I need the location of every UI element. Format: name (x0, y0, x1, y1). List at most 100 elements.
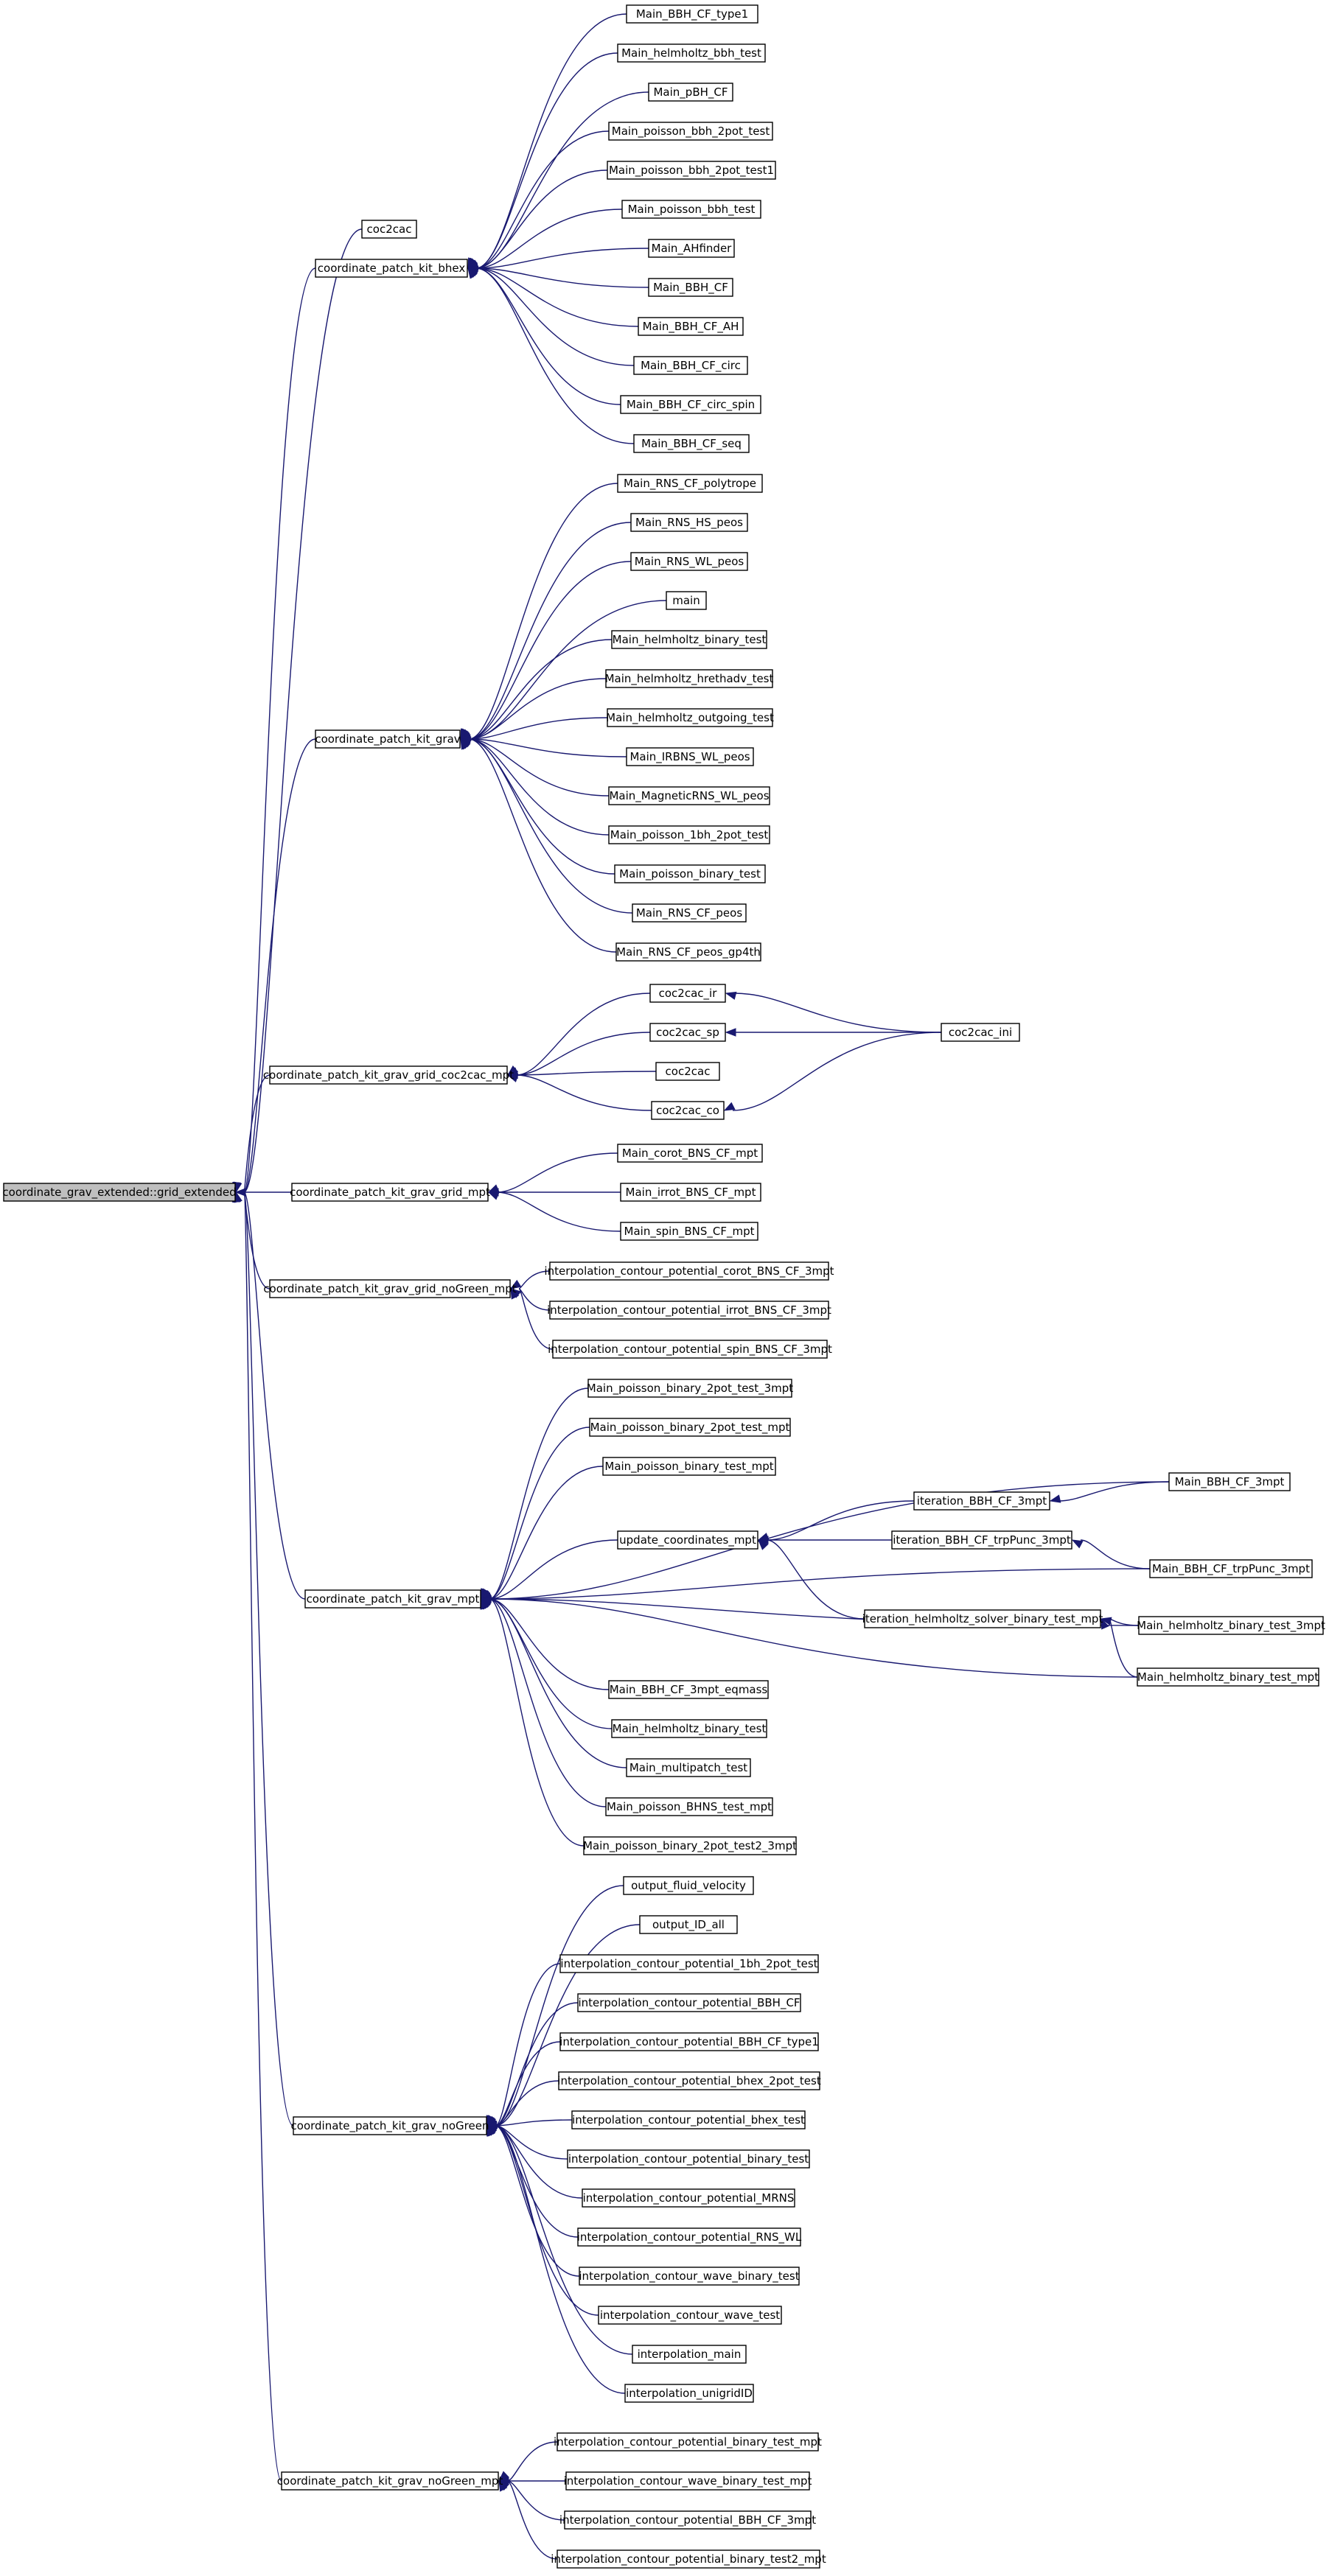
node-box[interactable] (293, 2116, 487, 2135)
node-box[interactable] (611, 630, 767, 649)
node-pois_bbh_2pot[interactable]: Main_poisson_bbh_2pot_test (608, 122, 773, 141)
node-box[interactable] (620, 1183, 761, 1202)
node-root[interactable]: coordinate_grav_extended::grid_extended (2, 1183, 237, 1202)
node-icbbh3[interactable]: interpolation_contour_potential_BBH_CF_3… (559, 2510, 816, 2530)
node-box[interactable] (648, 239, 735, 258)
node-rns_cf_peos[interactable]: Main_RNS_CF_peos (632, 903, 747, 923)
node-ic_binary[interactable]: interpolation_contour_potential_binary_t… (567, 2149, 810, 2169)
node-box[interactable] (269, 1065, 508, 1085)
node-icwb_mpt[interactable]: interpolation_contour_wave_binary_test_m… (564, 2471, 812, 2491)
node-box[interactable] (638, 317, 744, 336)
node-helm_bbh_test[interactable]: Main_helmholtz_bbh_test (617, 43, 766, 63)
node-box[interactable] (269, 1279, 511, 1298)
node-box[interactable] (608, 122, 773, 141)
node-box[interactable] (639, 1915, 738, 1934)
node-box[interactable] (648, 83, 733, 102)
node-pb2t2[interactable]: Main_poisson_binary_2pot_test2_3mpt (583, 1836, 797, 1855)
node-box[interactable] (620, 395, 761, 414)
node-ic_bhex[interactable]: interpolation_contour_potential_bhex_tes… (571, 2110, 806, 2129)
node-box[interactable] (589, 1418, 791, 1437)
node-irbns[interactable]: Main_IRBNS_WL_peos (626, 747, 754, 766)
node-ahfinder[interactable]: Main_AHfinder (648, 239, 735, 258)
node-interp_uni[interactable]: interpolation_unigridID (624, 2384, 754, 2403)
node-box[interactable] (564, 2510, 812, 2530)
node-box[interactable] (552, 1340, 828, 1359)
node-it_helm[interactable]: iteration_helmholtz_solver_binary_test_m… (862, 1609, 1103, 1628)
node-icw_test[interactable]: interpolation_contour_wave_test (598, 2306, 782, 2325)
node-helm_bmpt[interactable]: Main_helmholtz_binary_test_mpt (1137, 1667, 1319, 1687)
node-box[interactable] (577, 1993, 801, 2012)
node-coc2cac_ir[interactable]: coc2cac_ir (649, 984, 726, 1003)
node-box[interactable] (598, 2306, 782, 2325)
node-box[interactable] (623, 1876, 754, 1895)
node-box[interactable] (291, 1183, 489, 1202)
node-box[interactable] (649, 1023, 726, 1042)
node-trp3mpt[interactable]: Main_BBH_CF_trpPunc_3mpt (1149, 1559, 1313, 1578)
node-helm_hreth[interactable]: Main_helmholtz_hrethadv_test (605, 669, 774, 688)
node-interp_main[interactable]: interpolation_main (632, 2345, 747, 2364)
node-pois_bbh_2pot1[interactable]: Main_poisson_bbh_2pot_test1 (607, 161, 776, 180)
node-box[interactable] (559, 1954, 819, 1973)
node-box[interactable] (558, 2071, 820, 2090)
node-box[interactable] (315, 259, 468, 278)
node-coc2cac_co[interactable]: coc2cac_co (651, 1101, 725, 1120)
node-irrot_bns[interactable]: Main_irrot_BNS_CF_mpt (620, 1183, 761, 1202)
node-ic_1bh[interactable]: interpolation_contour_potential_1bh_2pot… (559, 1954, 819, 1973)
node-pbh_cf[interactable]: Main_pBH_CF (648, 83, 733, 102)
node-box[interactable] (864, 1609, 1101, 1628)
node-box[interactable] (626, 747, 754, 766)
node-box[interactable] (557, 2432, 819, 2451)
node-box[interactable] (624, 2384, 754, 2403)
node-box[interactable] (630, 513, 748, 532)
node-box[interactable] (633, 356, 748, 375)
node-box[interactable] (304, 1589, 481, 1609)
node-grid_mpt[interactable]: coordinate_patch_kit_grav_grid_mpt (290, 1183, 490, 1202)
node-it_trp[interactable]: iteration_BBH_CF_trpPunc_3mpt (891, 1530, 1072, 1550)
node-rns_wl[interactable]: Main_RNS_WL_peos (630, 552, 748, 571)
node-box[interactable] (626, 4, 758, 24)
node-coc2cac_ini[interactable]: coc2cac_ini (941, 1023, 1020, 1042)
node-pb2_3mpt[interactable]: Main_poisson_binary_2pot_test_3mpt (587, 1379, 794, 1398)
node-box[interactable] (607, 161, 776, 180)
node-bbh_cf_circ_spin[interactable]: Main_BBH_CF_circ_spin (620, 395, 761, 414)
node-bbh_cf_seq[interactable]: Main_BBH_CF_seq (633, 434, 750, 453)
node-ic_bhex2[interactable]: interpolation_contour_potential_bhex_2po… (557, 2071, 821, 2090)
node-box[interactable] (549, 1301, 829, 1320)
node-pois_1bh[interactable]: Main_poisson_1bh_2pot_test (608, 825, 770, 844)
node-box[interactable] (577, 2227, 801, 2247)
node-box[interactable] (605, 669, 773, 688)
node-helm_outgoing[interactable]: Main_helmholtz_outgoing_test (606, 708, 774, 727)
node-bhns[interactable]: Main_poisson_BHNS_test_mpt (605, 1797, 773, 1816)
node-box[interactable] (621, 200, 761, 219)
node-grav[interactable]: coordinate_patch_kit_grav (315, 729, 461, 749)
node-bbh3mpt[interactable]: Main_BBH_CF_3mpt (1168, 1472, 1291, 1491)
node-bbh_cf[interactable]: Main_BBH_CF (648, 278, 733, 297)
node-main[interactable]: main (666, 591, 707, 610)
node-box[interactable] (913, 1491, 1050, 1511)
node-multipatch[interactable]: Main_multipatch_test (626, 1758, 751, 1777)
node-box[interactable] (583, 1836, 797, 1855)
node-icw_binary[interactable]: interpolation_contour_wave_binary_test (579, 2267, 800, 2286)
node-bbh_cf_circ[interactable]: Main_BBH_CF_circ (633, 356, 748, 375)
node-box[interactable] (608, 786, 770, 805)
node-pb2_mpt[interactable]: Main_poisson_binary_2pot_test_mpt (589, 1418, 791, 1437)
node-box[interactable] (632, 903, 747, 923)
node-box[interactable] (655, 1062, 720, 1081)
node-rns_cf_gp4[interactable]: Main_RNS_CF_peos_gp4th (615, 942, 761, 962)
node-bhex[interactable]: coordinate_patch_kit_bhex (315, 259, 468, 278)
node-ic_irrot[interactable]: interpolation_contour_potential_irrot_BN… (547, 1301, 831, 1320)
node-bbh_cf_ah[interactable]: Main_BBH_CF_AH (638, 317, 744, 336)
node-box[interactable] (620, 1222, 758, 1241)
node-corot_bns[interactable]: Main_corot_BNS_CF_mpt (617, 1144, 763, 1163)
node-upd[interactable]: update_coordinates_mpt (617, 1530, 758, 1550)
node-box[interactable] (941, 1023, 1020, 1042)
node-box[interactable] (3, 1183, 236, 1202)
node-noGreen[interactable]: coordinate_patch_kit_grav_noGreen (291, 2116, 489, 2135)
node-box[interactable] (617, 1530, 758, 1550)
node-box[interactable] (649, 984, 726, 1003)
node-ic_corot[interactable]: interpolation_contour_potential_corot_BN… (544, 1261, 834, 1281)
node-pb_mpt[interactable]: Main_poisson_binary_test_mpt (602, 1457, 776, 1476)
node-ic_spin[interactable]: interpolation_contour_potential_spin_BNS… (548, 1340, 832, 1359)
node-ic_bbh[interactable]: interpolation_contour_potential_BBH_CF (577, 1993, 801, 2012)
node-box[interactable] (281, 2471, 499, 2491)
